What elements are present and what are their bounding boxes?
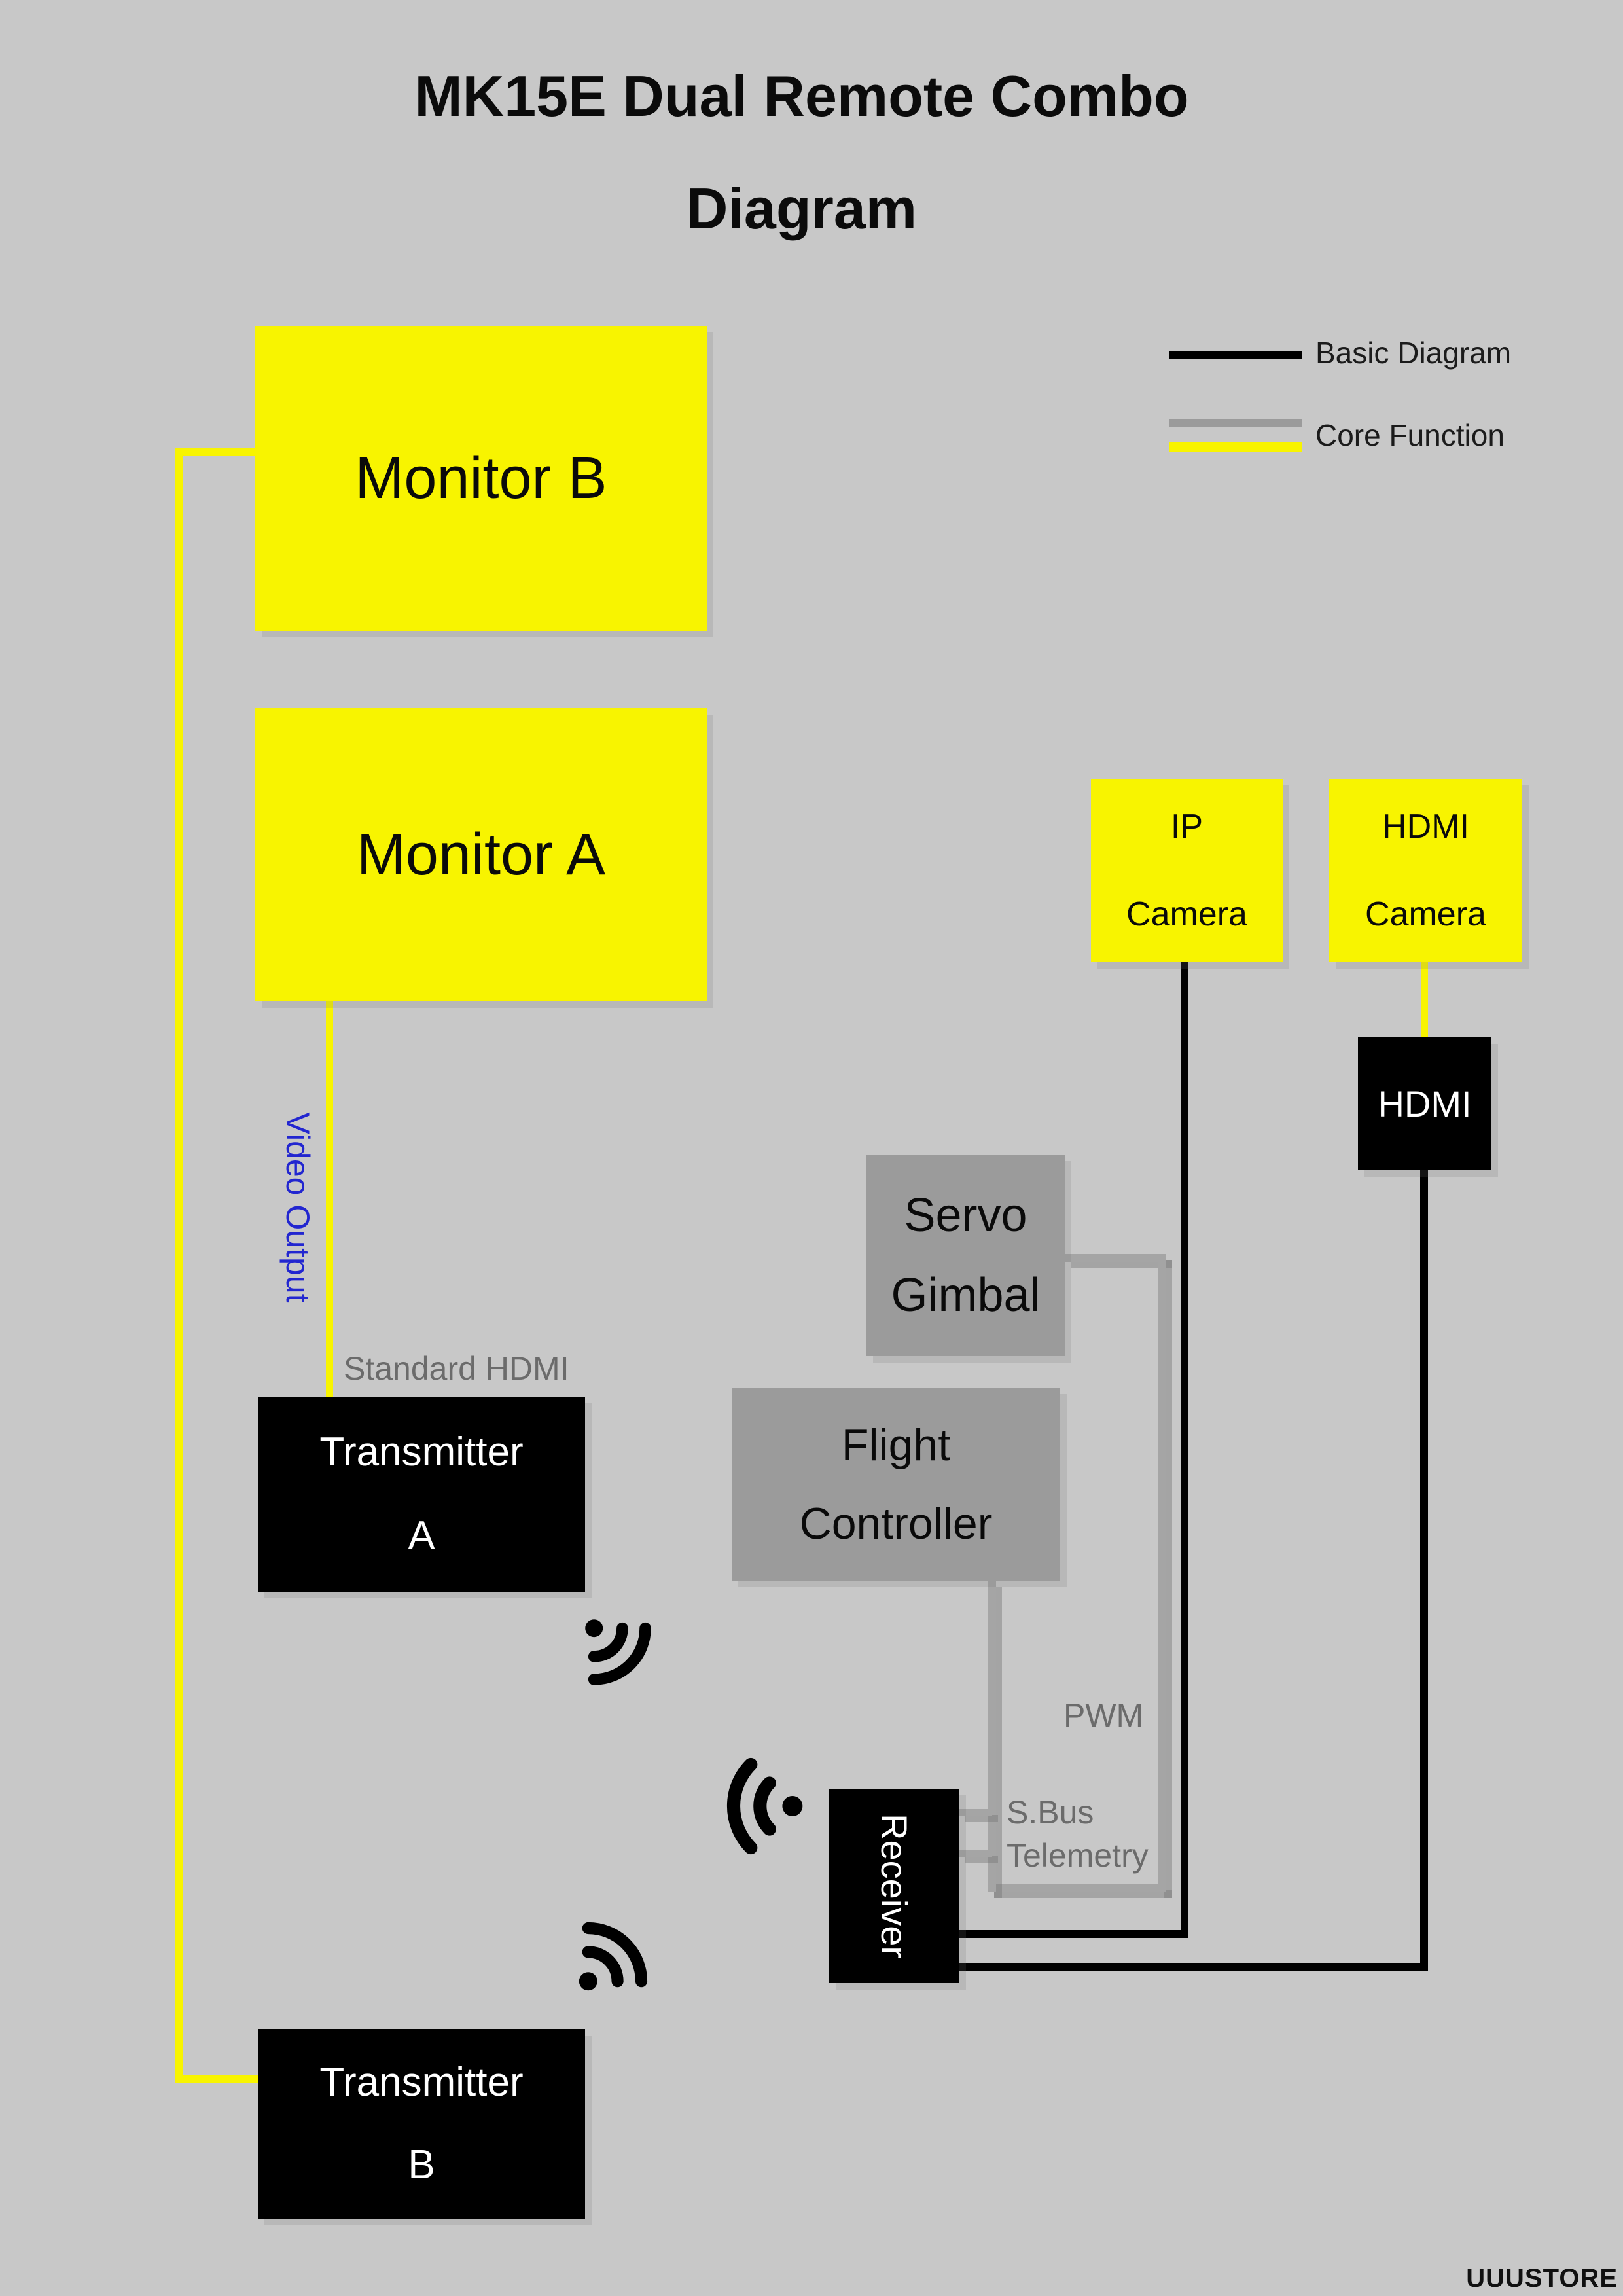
connector-servoGimbal-vertical xyxy=(1158,1254,1166,1892)
flight-controller-label-line2: Controller xyxy=(799,1498,993,1549)
flight-controller-label-line1: Flight xyxy=(841,1420,951,1470)
connector-monitorB-transmitterB-vertical xyxy=(175,448,183,2083)
connector-transmitterB-stub xyxy=(175,2075,258,2083)
connector-flightController-vertical xyxy=(988,1581,996,1892)
connector-servoGimbal-stub xyxy=(1065,1254,1166,1262)
connector-hdmi-receiver xyxy=(959,1963,1428,1971)
hdmi-box: HDMI xyxy=(1358,1037,1491,1170)
transmitter-b-box: Transmitter B xyxy=(258,2029,585,2219)
monitor-a-box: Monitor A xyxy=(255,708,707,1001)
legend-basic-line-swatch xyxy=(1169,351,1302,359)
connector-pwm-horizontal xyxy=(988,1884,1166,1892)
connector-ipCamera-vertical xyxy=(1181,962,1188,1938)
servo-gimbal-label-line2: Gimbal xyxy=(891,1269,1041,1321)
receiver-label: Receiver xyxy=(874,1814,915,1958)
pwm-label: PWM xyxy=(1063,1697,1144,1734)
transmitter-a-label-line1: Transmitter xyxy=(319,1429,524,1475)
wifi-signal-icon-transmitter-a xyxy=(585,1619,651,1685)
connector-monitorB-stub xyxy=(175,448,255,456)
connector-hdmiCamera-hdmi xyxy=(1421,962,1428,1037)
video-output-label: Video Output xyxy=(279,1112,316,1303)
monitor-b-box: Monitor B xyxy=(255,326,707,631)
legend-basic-label: Basic Diagram xyxy=(1315,336,1512,370)
telemetry-label: Telemetry xyxy=(1007,1837,1149,1874)
connector-ipCamera-receiver xyxy=(959,1930,1188,1938)
connector-monitorA-transmitterA xyxy=(326,1001,333,1397)
hdmi-camera-label-line1: HDMI xyxy=(1382,808,1469,846)
page-title-line2: Diagram xyxy=(686,176,918,241)
wifi-signal-icon-receiver xyxy=(726,1757,803,1855)
sbus-label: S.Bus xyxy=(1007,1794,1094,1831)
transmitter-b-label-line2: B xyxy=(408,2142,435,2187)
monitor-a-label: Monitor A xyxy=(356,821,606,888)
connector-hdmi-vertical xyxy=(1420,1170,1428,1971)
hdmi-label: HDMI xyxy=(1378,1083,1472,1124)
flight-controller-box: Flight Controller xyxy=(732,1388,1060,1581)
transmitter-a-label-line2: A xyxy=(408,1513,435,1558)
ip-camera-box: IP Camera xyxy=(1091,779,1283,962)
watermark-text: UUUSTORE xyxy=(1466,2264,1618,2293)
legend-core-label: Core Function xyxy=(1315,418,1505,452)
connector-sbus-stub xyxy=(959,1809,992,1816)
legend-core-gray-swatch xyxy=(1169,419,1302,427)
servo-gimbal-box: Servo Gimbal xyxy=(866,1155,1065,1356)
wifi-signal-icon-transmitter-b xyxy=(579,1922,648,1991)
page-title-line1: MK15E Dual Remote Combo xyxy=(414,63,1189,128)
hdmi-camera-label-line2: Camera xyxy=(1365,895,1486,933)
ip-camera-label-line2: Camera xyxy=(1126,895,1247,933)
servo-gimbal-label-line1: Servo xyxy=(904,1189,1027,1242)
receiver-box: Receiver xyxy=(829,1789,959,1983)
monitor-b-label: Monitor B xyxy=(355,445,607,511)
standard-hdmi-label: Standard HDMI xyxy=(344,1350,569,1387)
transmitter-b-label-line1: Transmitter xyxy=(319,2060,524,2105)
ip-camera-label-line1: IP xyxy=(1170,808,1204,846)
transmitter-a-box: Transmitter A xyxy=(258,1397,585,1592)
connector-telemetry-stub xyxy=(959,1850,992,1857)
hdmi-camera-box: HDMI Camera xyxy=(1329,779,1522,962)
legend-core-yellow-swatch xyxy=(1169,442,1302,452)
